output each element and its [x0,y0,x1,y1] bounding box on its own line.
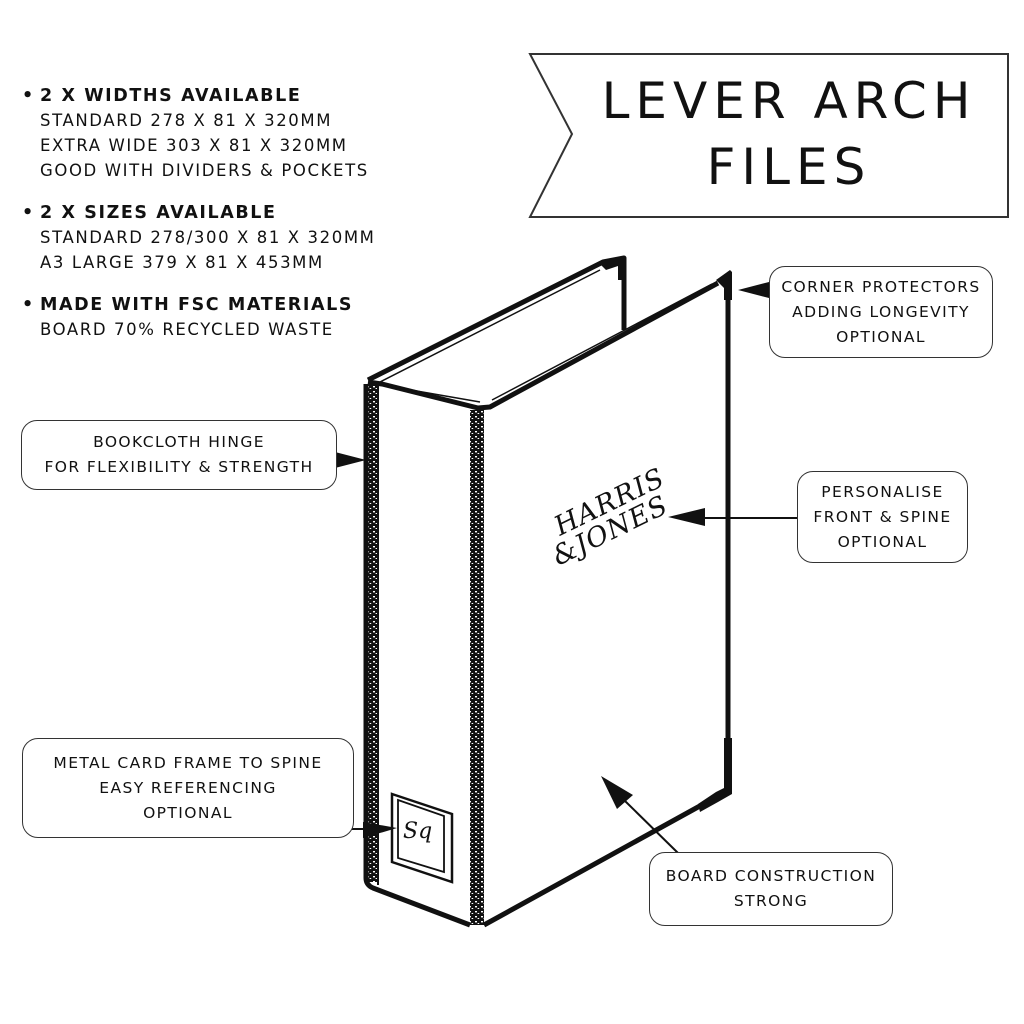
title-banner: LEVER ARCH FILES [528,52,1010,219]
feature-detail: BOARD 70% RECYCLED WASTE [40,320,334,339]
top-face [367,280,720,411]
callout-corner-protectors: CORNER PROTECTORS ADDING LONGEVITY OPTIO… [769,266,993,358]
callout-board-construction: BOARD CONSTRUCTION STRONG [649,852,893,926]
callout-personalise: PERSONALISE FRONT & SPINE OPTIONAL [797,471,968,563]
feature-list: •2 X WIDTHS AVAILABLE STANDARD 278 X 81 … [22,84,442,360]
back-cover [366,255,627,383]
bullet-icon: • [22,86,35,106]
corner-protector-top [716,270,732,300]
callout-bookcloth-hinge: BOOKCLOTH HINGE FOR FLEXIBILITY & STRENG… [21,420,337,490]
bullet-icon: • [22,203,35,223]
metal-card-frame: Sq [390,792,454,884]
arrow-icon [668,508,705,526]
bookcloth-hinge-front [470,410,484,925]
feature-detail: STANDARD 278 X 81 X 320MM [40,111,333,130]
bullet-icon: • [22,295,35,315]
callout-pointers [335,282,797,854]
arrow-icon [335,452,366,468]
feature-detail: STANDARD 278/300 X 81 X 320MM [40,228,376,247]
corner-protector-bottom [698,738,732,812]
feature-heading: 2 X SIZES AVAILABLE [40,203,277,223]
arrow-icon [363,822,397,838]
feature-heading: 2 X WIDTHS AVAILABLE [40,86,302,106]
spine: Sq [363,384,484,928]
feature-sizes: •2 X SIZES AVAILABLE STANDARD 278/300 X … [22,201,442,275]
feature-widths: •2 X WIDTHS AVAILABLE STANDARD 278 X 81 … [22,84,442,183]
banner-flag-shape [528,53,1009,218]
feature-detail: EXTRA WIDE 303 X 81 X 320MM [40,136,348,155]
feature-heading: MADE WITH FSC MATERIALS [40,295,354,315]
arrow-icon [738,282,769,298]
front-cover: HARRIS &JONES [482,270,732,928]
callout-metal-card-frame: METAL CARD FRAME TO SPINE EASY REFERENCI… [22,738,354,838]
feature-materials: •MADE WITH FSC MATERIALS BOARD 70% RECYC… [22,293,442,342]
arrow-icon [601,776,633,809]
page-title: LEVER ARCH FILES [601,72,977,196]
feature-detail: GOOD WITH DIVIDERS & POCKETS [40,161,369,180]
feature-detail: A3 LARGE 379 X 81 X 453MM [40,253,324,272]
spine-label: Sq [403,819,432,844]
